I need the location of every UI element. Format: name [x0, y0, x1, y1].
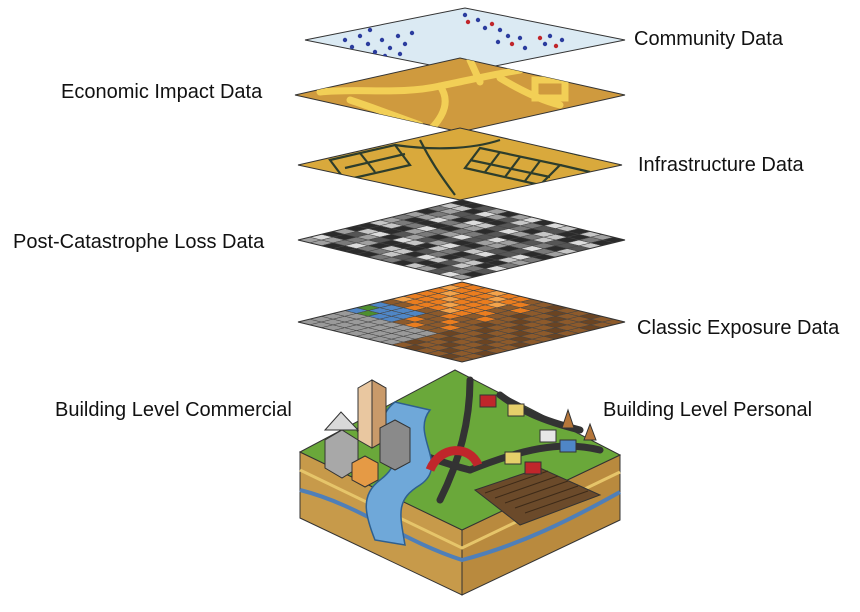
community-dot	[517, 35, 523, 41]
community-dot	[547, 33, 553, 39]
label-building-level-personal: Building Level Personal	[603, 399, 813, 421]
community-dot	[505, 33, 511, 39]
community-dot	[553, 43, 559, 49]
community-dot	[542, 41, 548, 47]
community-dot	[353, 52, 359, 58]
community-dot	[395, 33, 401, 39]
community-dot	[482, 25, 488, 31]
grid-cell	[602, 318, 625, 326]
community-dot	[409, 30, 415, 36]
commercial-buildings	[323, 379, 411, 488]
community-dot	[489, 21, 495, 27]
community-dot	[559, 37, 565, 43]
community-dot	[465, 19, 471, 25]
exposure-layer	[297, 281, 626, 363]
ground-block	[298, 369, 622, 596]
community-dot	[367, 27, 373, 33]
community-dot	[397, 51, 403, 57]
community-dot	[357, 33, 363, 39]
personal-houses	[479, 394, 597, 475]
community-dot	[475, 17, 481, 23]
community-dot	[497, 27, 503, 33]
community-dot	[349, 44, 355, 50]
community-dot	[387, 45, 393, 51]
community-dot	[365, 41, 371, 47]
community-dot	[522, 45, 528, 51]
community-dot	[462, 12, 468, 18]
label-infrastructure-data: Infrastructure Data	[638, 154, 804, 176]
community-dot	[537, 35, 543, 41]
infrastructure-layer	[297, 127, 623, 201]
label-building-level-commercial: Building Level Commercial	[55, 399, 292, 421]
label-post-catastrophe-loss-data: Post-Catastrophe Loss Data	[13, 231, 265, 253]
label-economic-impact-data: Economic Impact Data	[61, 81, 263, 103]
community-dot	[402, 41, 408, 47]
community-dot	[342, 37, 348, 43]
community-dot	[379, 37, 385, 43]
label-community-data: Community Data	[634, 28, 783, 50]
label-classic-exposure-data: Classic Exposure Data	[637, 317, 840, 339]
loss-layer	[297, 199, 626, 281]
community-dot	[372, 49, 378, 55]
community-layer	[304, 7, 626, 73]
community-dot	[509, 41, 515, 47]
economic-impact-layer	[294, 57, 626, 133]
community-dot	[495, 39, 501, 45]
